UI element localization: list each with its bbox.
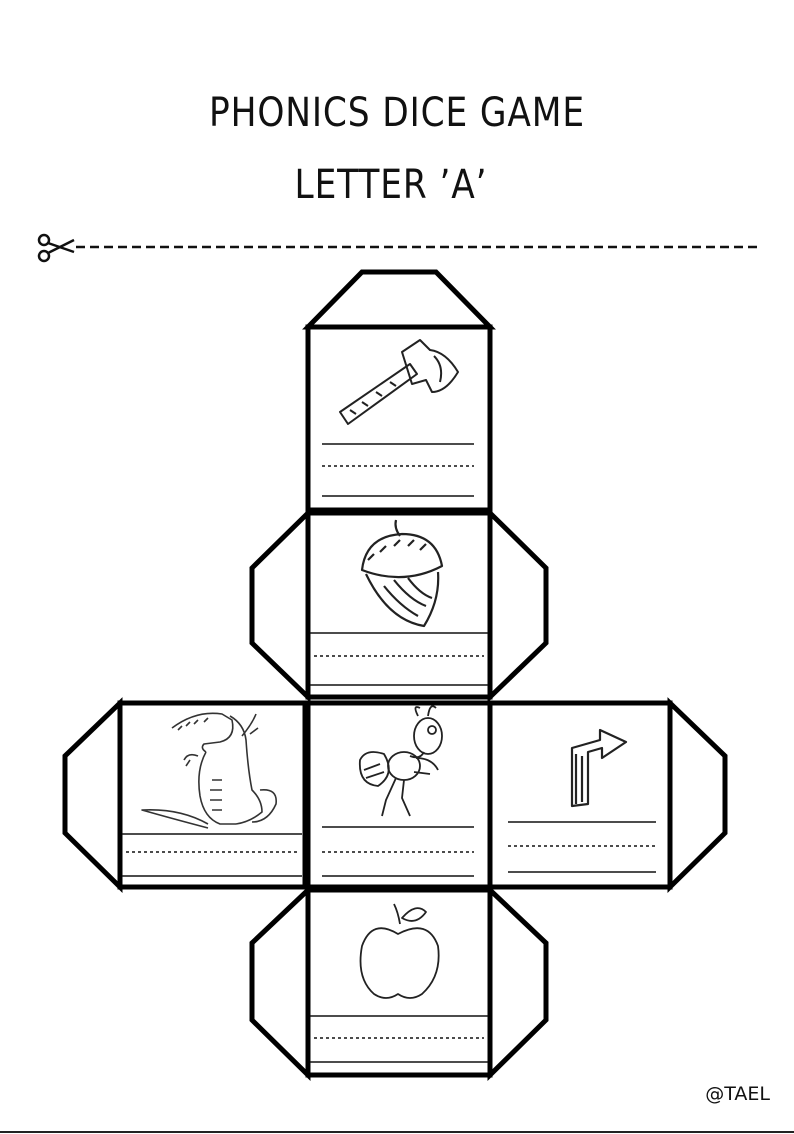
credit-text: @TAEL: [705, 1083, 770, 1105]
glue-tab-lower-left: [249, 884, 311, 1081]
apple-icon: [359, 903, 440, 999]
writing-lines: [122, 443, 656, 1063]
glue-tab-far-right: [667, 697, 728, 893]
glue-tab-top: [302, 269, 496, 330]
acorn-icon: [360, 519, 444, 628]
ant-icon: [358, 705, 443, 817]
page-subtitle: LETTER ’A’: [294, 162, 488, 208]
glue-tab-far-left: [62, 697, 123, 893]
glue-tab-upper-left: [249, 507, 311, 703]
face-top: [305, 324, 493, 513]
page-bottom-rule: [0, 1131, 794, 1133]
face-center: [305, 700, 493, 890]
axe-icon: [339, 339, 459, 425]
glue-tab-lower-right: [487, 884, 549, 1081]
scissors-icon: [37, 233, 75, 263]
face-right: [487, 700, 673, 890]
arrow-icon: [570, 728, 628, 808]
face-upper-middle: [305, 510, 493, 700]
alligator-icon: [141, 712, 277, 829]
glue-tab-upper-right: [487, 507, 549, 703]
page-title: PHONICS DICE GAME: [209, 90, 585, 136]
face-left: [117, 700, 308, 890]
